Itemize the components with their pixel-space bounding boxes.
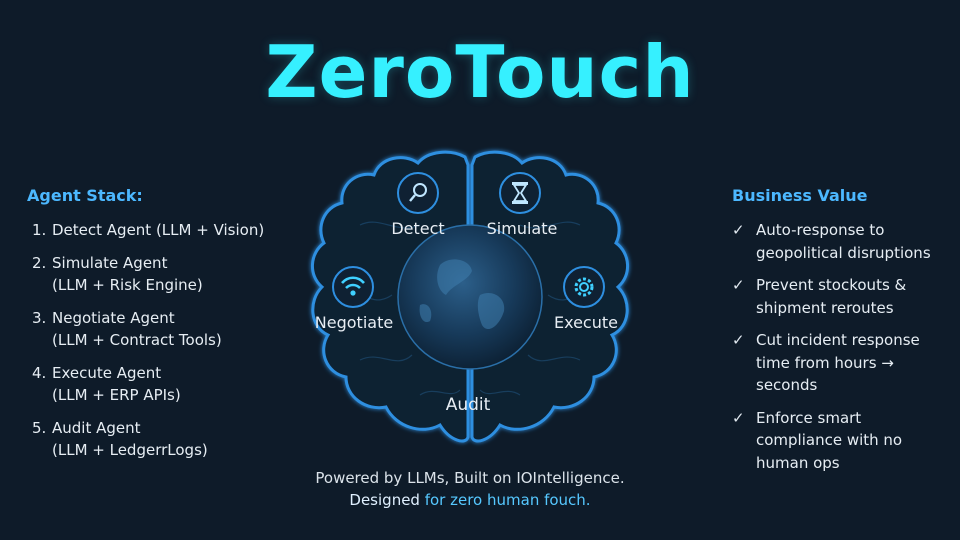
footer-tagline-highlight: for zero human fouch. <box>424 491 591 509</box>
node-label-execute: Execute <box>554 313 618 332</box>
stack-item-detail: (LLM + ERP APIs) <box>52 386 181 404</box>
checkmark-icon: ✓ <box>732 331 745 349</box>
value-line: seconds <box>756 376 818 394</box>
magnifier-icon <box>397 172 439 214</box>
stack-item-number: 3. <box>32 309 47 327</box>
stack-item-number: 4. <box>32 364 47 382</box>
stack-item-label: Simulate Agent <box>52 254 168 272</box>
stack-item-label: Execute Agent <box>52 364 162 382</box>
footer-tagline-prefix: Designed <box>349 491 425 509</box>
agent-stack-item: 3. Negotiate Agent (LLM + Contract Tools… <box>27 307 297 351</box>
stack-item-number: 5. <box>32 419 47 437</box>
brain-outline <box>311 150 629 443</box>
stack-item-label: Negotiate Agent <box>52 309 175 327</box>
stack-item-detail: (LLM + LedgerrLogs) <box>52 441 208 459</box>
footer-powered-by: Powered by LLMs, Built on IOIntelligence… <box>315 469 625 487</box>
business-value-item: ✓ Enforce smart compliance with no human… <box>732 407 952 475</box>
stack-item-detail: (LLM + Risk Engine) <box>52 276 203 294</box>
agent-stack-item: 2. Simulate Agent (LLM + Risk Engine) <box>27 252 297 296</box>
business-value-item: ✓ Auto-response to geopolitical disrupti… <box>732 219 952 264</box>
agent-stack-item: 1. Detect Agent (LLM + Vision) <box>27 219 297 241</box>
business-value-heading: Business Value <box>732 186 868 205</box>
business-value-panel: Business Value ✓ Auto-response to geopol… <box>732 186 952 484</box>
gear-icon <box>563 266 605 308</box>
wifi-icon <box>332 266 374 308</box>
agent-stack-panel: Agent Stack: 1. Detect Agent (LLM + Visi… <box>27 186 297 472</box>
stack-item-label: Audit Agent <box>52 419 141 437</box>
business-value-item: ✓ Cut incident response time from hours … <box>732 329 952 397</box>
business-value-item: ✓ Prevent stockouts & shipment reroutes <box>732 274 952 319</box>
agent-stack-item: 5. Audit Agent (LLM + LedgerrLogs) <box>27 417 297 461</box>
agent-stack-heading: Agent Stack: <box>27 186 143 205</box>
value-line: Enforce smart <box>756 408 862 427</box>
node-label-simulate: Simulate <box>486 219 558 238</box>
checkmark-icon: ✓ <box>732 276 745 294</box>
value-line: shipment reroutes <box>756 298 894 317</box>
hourglass-icon <box>499 172 541 214</box>
stack-item-number: 1. <box>32 221 47 239</box>
globe <box>397 224 543 370</box>
agent-stack-item: 4. Execute Agent (LLM + ERP APIs) <box>27 362 297 406</box>
footer-tagline: Designed for zero human fouch. <box>0 491 940 509</box>
brain-diagram: Detect Simulate Negotiate Execute Audit <box>300 145 640 450</box>
checkmark-icon: ✓ <box>732 221 745 239</box>
checkmark-icon: ✓ <box>732 408 745 427</box>
stack-item-detail: (LLM + Contract Tools) <box>52 331 222 349</box>
value-line: human ops <box>756 453 840 472</box>
node-label-detect: Detect <box>391 219 445 238</box>
value-line: time from hours → <box>756 353 894 372</box>
value-line: Auto-response to <box>756 221 885 239</box>
value-line: geopolitical disruptions <box>756 243 931 262</box>
stack-item-label: Detect Agent (LLM + Vision) <box>52 221 265 239</box>
value-line: Prevent stockouts & <box>756 276 907 294</box>
page-title: ZeroTouch <box>265 30 695 114</box>
stack-item-number: 2. <box>32 254 47 272</box>
node-label-audit: Audit <box>445 395 491 415</box>
node-label-negotiate: Negotiate <box>314 313 394 332</box>
value-line: compliance with no <box>756 431 903 449</box>
value-line: Cut incident response <box>756 331 920 349</box>
